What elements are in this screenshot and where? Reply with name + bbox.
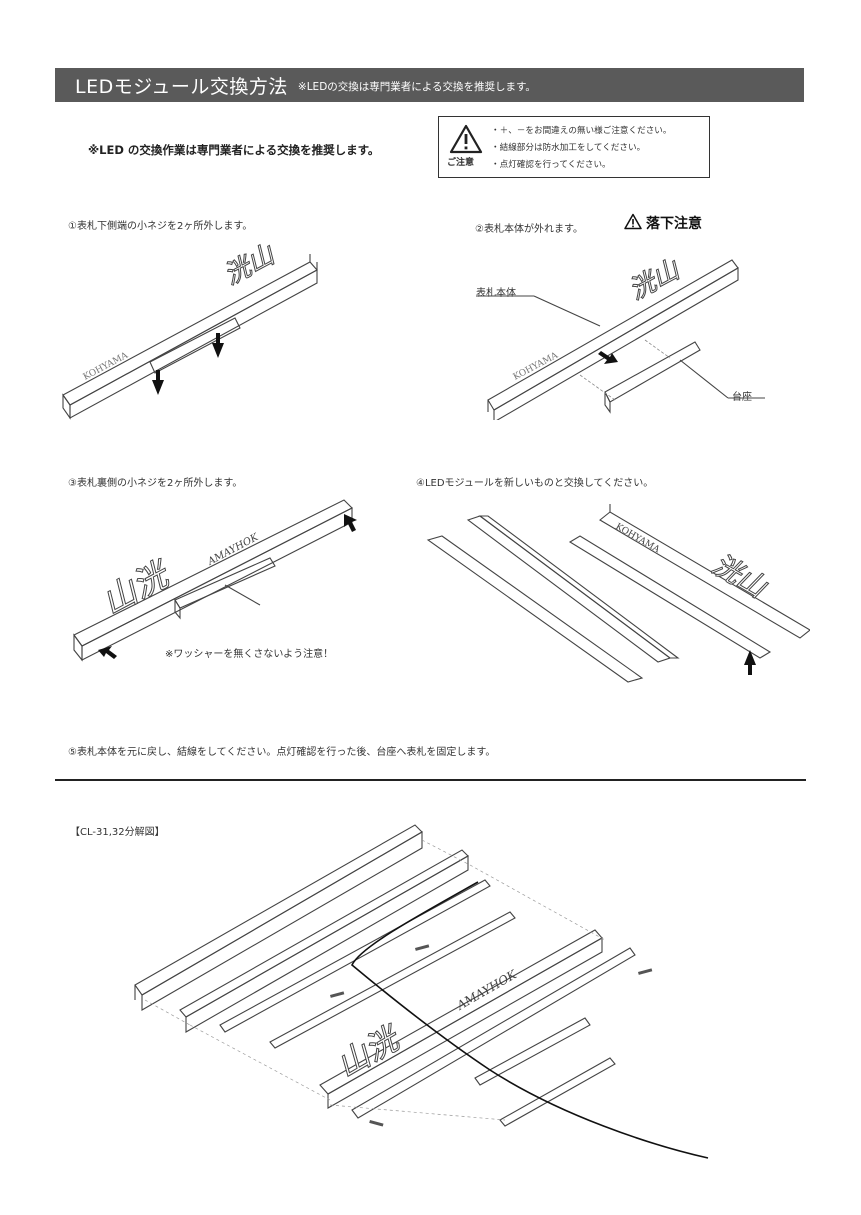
step-4-illustration: KOHYAMA 洸山 — [426, 504, 810, 683]
step-1-illustration: 洸山 KOHYAMA — [62, 240, 318, 420]
plate-kanji: 洸山 — [219, 240, 281, 291]
svg-text:洸山: 洸山 — [624, 254, 686, 306]
warning-triangle-icon — [624, 213, 642, 230]
svg-text:AMAYHOK: AMAYHOK — [205, 532, 260, 568]
step-2-illustration: 洸山 KOHYAMA — [476, 254, 765, 420]
step-2-text: ②表札本体が外れます。 — [475, 224, 583, 235]
caution-line-3: ・点灯確認を行ってください。 — [491, 160, 611, 170]
drop-warning: 落下注意 — [646, 216, 702, 232]
svg-text:山洸: 山洸 — [330, 1018, 408, 1085]
label-plate-body: 表札本体 — [476, 288, 516, 299]
screw-icon — [330, 944, 653, 1127]
diagram-title: 【CL-31,32分解図】 — [70, 827, 165, 838]
section-divider — [55, 779, 806, 781]
arrow-icon — [744, 650, 756, 675]
arrow-icon — [98, 514, 357, 659]
arrow-icon — [152, 333, 224, 395]
step-3-text: ③表札裏側の小ネジを2ヶ所外します。 — [68, 478, 243, 489]
step-5-text: ⑤表札本体を元に戻し、結線をしてください。点灯確認を行った後、台座へ表札を固定し… — [68, 747, 496, 758]
svg-text:KOHYAMA: KOHYAMA — [512, 351, 561, 383]
section-title: LEDモジュール交換方法 — [75, 75, 288, 98]
section-header-bar: LEDモジュール交換方法 ※LEDの交換は専門業者による交換を推奨します。 — [55, 68, 804, 102]
caution-line-1: ・＋、－をお間違えの無い様ご注意ください。 — [491, 126, 672, 136]
step-4-text: ④LEDモジュールを新しいものと交換してください。 — [416, 478, 654, 489]
section-subtitle: ※LEDの交換は専門業者による交換を推奨します。 — [297, 81, 536, 93]
svg-text:洸山: 洸山 — [707, 547, 774, 605]
caution-line-2: ・結線部分は防水加工をしてください。 — [491, 143, 646, 153]
exploded-diagram: 山洸 AMAYHOK — [134, 824, 709, 1159]
step-1-text: ①表札下側端の小ネジを2ヶ所外します。 — [68, 221, 253, 232]
svg-text:山洸: 山洸 — [95, 554, 177, 623]
step-3-illustration: 山洸 AMAYHOK — [73, 499, 357, 662]
caution-label: ご注意 — [447, 158, 475, 168]
arrow-icon — [598, 351, 618, 364]
caution-box: ご注意 ・＋、－をお間違えの無い様ご注意ください。 ・結線部分は防水加工をしてく… — [438, 116, 710, 178]
warning-triangle-icon — [449, 124, 483, 154]
plate-text: KOHYAMA — [82, 351, 131, 383]
recommendation-notice: ※LED の交換作業は専門業者による交換を推奨します。 — [88, 143, 380, 157]
washer-note: ※ワッシャーを無くさないよう注意！ — [165, 649, 334, 660]
